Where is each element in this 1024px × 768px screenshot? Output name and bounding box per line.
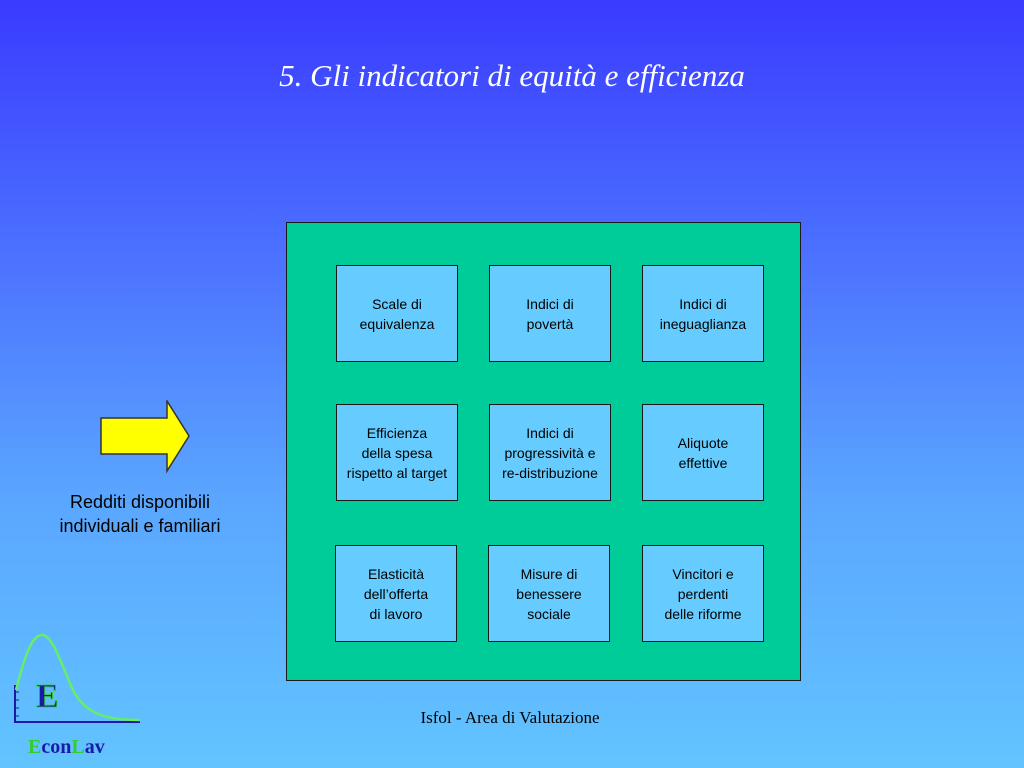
bell-curve-logo-icon: E [14,633,141,723]
indicator-box: Vincitori e perdenti delle riforme [642,545,764,642]
indicator-box: Elasticità dell’offerta di lavoro [335,545,457,642]
indicator-box: Indici di ineguaglianza [642,265,764,362]
logo-letter: E [36,678,59,715]
input-label: Redditi disponibili individuali e famili… [59,492,221,536]
indicator-box: Indici di povertà [489,265,611,362]
slide-title: 5. Gli indicatori di equità e efficienza [279,58,745,93]
indicator-box: Aliquote effettive [642,404,764,501]
indicator-box: Indici di progressività e re-distribuzio… [489,404,611,501]
logo-wordmark: EconLav [28,736,105,759]
logo-wordmark-part: L [71,736,85,758]
indicator-box: Misure di benessere sociale [488,545,610,642]
indicator-box: Scale di equivalenza [336,265,458,362]
logo-wordmark-part: E [28,736,42,758]
logo-wordmark-part: con [41,736,72,758]
logo-wordmark-part: av [84,736,105,758]
indicator-panel: Scale di equivalenza Indici di povertà I… [286,222,801,681]
right-arrow-icon [100,400,190,474]
footer-text: Isfol - Area di Valutazione [420,708,600,727]
indicator-box: Efficienza della spesa rispetto al targe… [336,404,458,501]
